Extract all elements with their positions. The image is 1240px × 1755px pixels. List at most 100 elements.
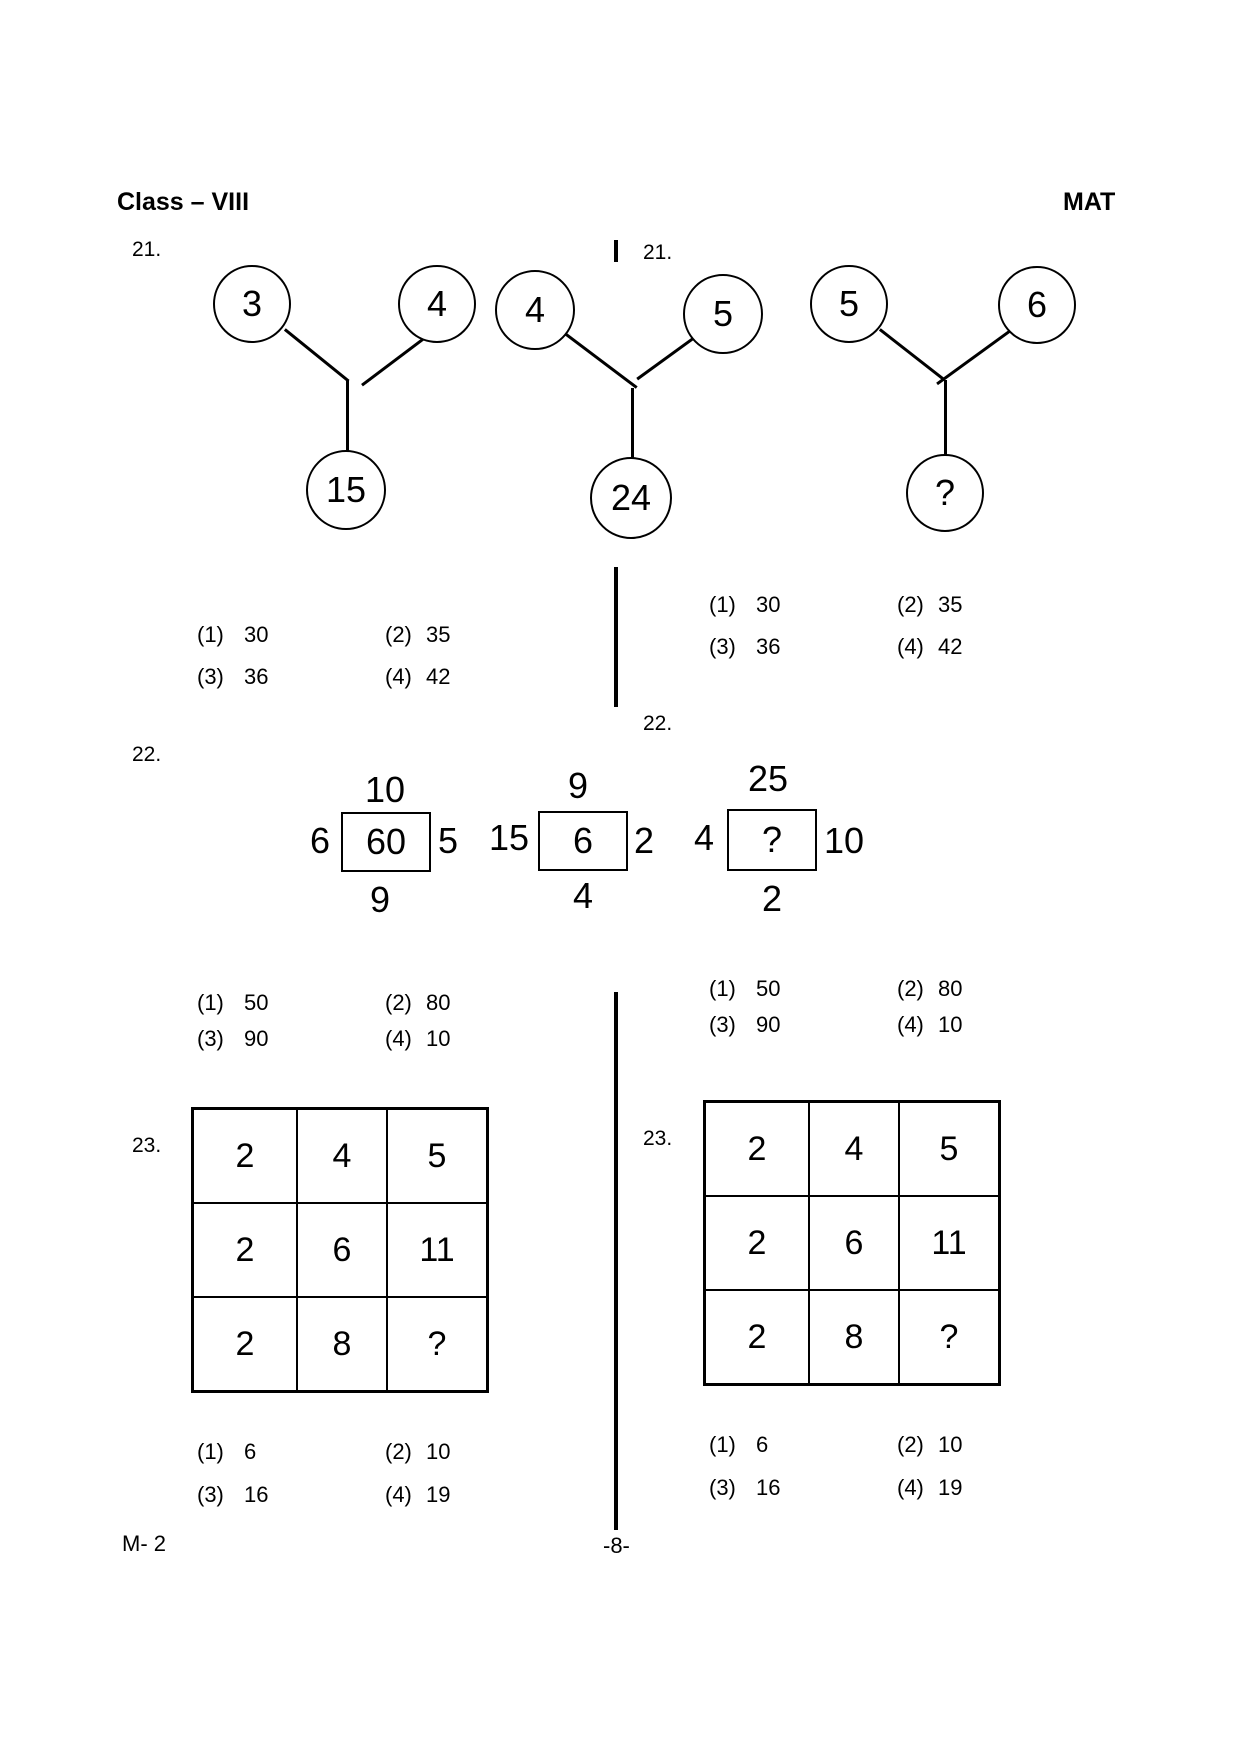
grid-cell: ? <box>899 1290 999 1384</box>
option-value: 35 <box>938 592 963 617</box>
option-value: 19 <box>938 1475 963 1500</box>
q22-box-center: 6 <box>538 811 628 871</box>
option-value: 10 <box>938 1012 963 1037</box>
q22-box-left: 6 <box>309 820 331 861</box>
grid-cell: ? <box>387 1297 487 1391</box>
option-number: (2) <box>897 1432 924 1457</box>
q21-circle-top-left: 5 <box>810 265 888 343</box>
option-value: 42 <box>938 634 963 659</box>
grid-cell: 4 <box>809 1102 899 1196</box>
q22-box-right: 2 <box>633 820 655 861</box>
grid-cell: 2 <box>193 1109 297 1203</box>
column-divider-top <box>614 240 618 262</box>
option-value: 30 <box>244 622 269 647</box>
grid-cell: 5 <box>899 1102 999 1196</box>
q21-circle-top-left: 3 <box>213 265 291 343</box>
q22-box-right: 10 <box>823 820 865 861</box>
option-number: (2) <box>385 990 412 1015</box>
grid-cell: 2 <box>193 1203 297 1297</box>
grid-cell: 2 <box>705 1290 809 1384</box>
option-number: (1) <box>197 1439 224 1464</box>
option-value: 42 <box>426 664 451 689</box>
q22-box-center: ? <box>727 809 817 871</box>
option-value: 6 <box>756 1432 769 1457</box>
option-number: (4) <box>897 1012 924 1037</box>
option-number: (1) <box>709 976 736 1001</box>
option-value: 10 <box>938 1432 963 1457</box>
q21-circle-top-right: 6 <box>998 266 1076 344</box>
q22-box-left: 4 <box>693 817 715 858</box>
grid-cell: 4 <box>297 1109 387 1203</box>
q22-box-top: 10 <box>364 769 406 810</box>
option-number: (3) <box>197 1482 224 1507</box>
option-number: (4) <box>897 1475 924 1500</box>
q21-circle-top-right: 5 <box>683 274 763 354</box>
column-divider-bottom <box>614 992 618 1530</box>
option-value: 90 <box>244 1026 269 1051</box>
option-value: 36 <box>244 664 269 689</box>
q23-number-right: 23. <box>643 1127 673 1150</box>
option-value: 6 <box>244 1439 257 1464</box>
q21-number-right: 21. <box>643 241 673 264</box>
option-value: 16 <box>244 1482 269 1507</box>
grid-cell: 6 <box>297 1203 387 1297</box>
grid-cell: 2 <box>193 1297 297 1391</box>
option-number: (2) <box>897 592 924 617</box>
option-number: (3) <box>709 634 736 659</box>
grid-cell: 8 <box>809 1290 899 1384</box>
grid-cell: 2 <box>705 1102 809 1196</box>
q22-box-left: 15 <box>488 817 530 858</box>
option-number: (3) <box>709 1012 736 1037</box>
option-number: (4) <box>897 634 924 659</box>
q21-circle-bottom: 24 <box>590 457 672 539</box>
option-number: (3) <box>197 664 224 689</box>
option-value: 50 <box>244 990 269 1015</box>
q22-number-right: 22. <box>643 712 673 735</box>
option-number: (1) <box>197 990 224 1015</box>
option-value: 16 <box>756 1475 781 1500</box>
q22-box-bottom: 9 <box>369 879 391 920</box>
option-number: (2) <box>897 976 924 1001</box>
grid-cell: 6 <box>809 1196 899 1290</box>
option-value: 10 <box>426 1026 451 1051</box>
q21-circle-bottom: ? <box>906 454 984 532</box>
grid-cell: 5 <box>387 1109 487 1203</box>
option-value: 36 <box>756 634 781 659</box>
option-number: (4) <box>385 664 412 689</box>
subject-label: MAT <box>1063 188 1116 216</box>
option-number: (1) <box>197 622 224 647</box>
option-value: 30 <box>756 592 781 617</box>
option-value: 50 <box>756 976 781 1001</box>
q22-box-top: 25 <box>747 758 789 799</box>
option-number: (4) <box>385 1026 412 1051</box>
option-number: (2) <box>385 1439 412 1464</box>
q22-number-left: 22. <box>132 743 162 766</box>
q21-number-left: 21. <box>132 238 162 261</box>
q23-grid-left: 2 4 5 2 6 11 2 8 ? <box>191 1107 489 1393</box>
option-number: (3) <box>197 1026 224 1051</box>
q21-circle-top-left: 4 <box>495 270 575 350</box>
option-number: (3) <box>709 1475 736 1500</box>
q22-box-center: 60 <box>341 812 431 872</box>
q23-number-left: 23. <box>132 1134 162 1157</box>
option-value: 35 <box>426 622 451 647</box>
option-number: (1) <box>709 592 736 617</box>
option-number: (4) <box>385 1482 412 1507</box>
q22-box-bottom: 2 <box>761 878 783 919</box>
q23-grid-right: 2 4 5 2 6 11 2 8 ? <box>703 1100 1001 1386</box>
footer-code: M- 2 <box>122 1531 166 1556</box>
option-value: 80 <box>426 990 451 1015</box>
q22-box-bottom: 4 <box>572 875 594 916</box>
q22-box-top: 9 <box>567 765 589 806</box>
q21-circle-bottom: 15 <box>306 450 386 530</box>
option-value: 10 <box>426 1439 451 1464</box>
option-value: 19 <box>426 1482 451 1507</box>
column-divider-middle <box>614 567 618 707</box>
option-value: 80 <box>938 976 963 1001</box>
class-label: Class – VIII <box>117 188 250 216</box>
option-number: (2) <box>385 622 412 647</box>
q21-circle-top-right: 4 <box>398 265 476 343</box>
q22-box-right: 5 <box>437 820 459 861</box>
grid-cell: 11 <box>899 1196 999 1290</box>
grid-cell: 8 <box>297 1297 387 1391</box>
